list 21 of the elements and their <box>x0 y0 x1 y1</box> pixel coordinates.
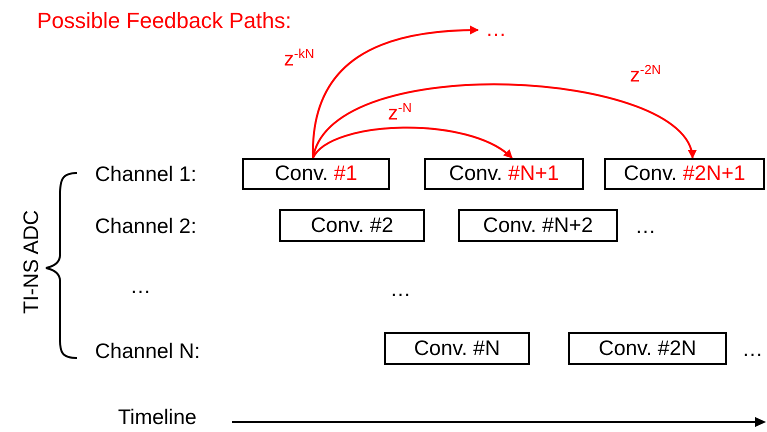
row-label: … <box>635 215 656 239</box>
feedback-arrow <box>312 84 694 159</box>
axis-label: Timeline <box>118 406 197 430</box>
conversion-box: Conv. #2N+1 <box>604 158 765 190</box>
conversion-box: Conv. #N+1 <box>424 158 584 190</box>
group-label: TI-NS ADC <box>20 210 44 314</box>
feedback-arrow <box>312 126 513 159</box>
row-label: … <box>742 338 763 362</box>
ellipsis-text: … <box>478 14 514 46</box>
conversion-box: Conv. #N+2 <box>458 209 618 242</box>
heading: Possible Feedback Paths: <box>37 8 292 34</box>
row-label: … <box>130 275 151 299</box>
feedback-arrow <box>312 26 479 158</box>
row-label: Channel N: <box>95 340 200 364</box>
conversion-box: Conv. #2N <box>568 332 727 365</box>
row-label: … <box>390 278 411 302</box>
row-label: Channel 1: <box>95 163 197 187</box>
conversion-box: Conv. #N <box>384 332 530 365</box>
row-label: Channel 2: <box>95 215 197 239</box>
conversion-box: Conv. #1 <box>242 158 390 190</box>
conversion-box: Conv. #2 <box>279 209 425 242</box>
